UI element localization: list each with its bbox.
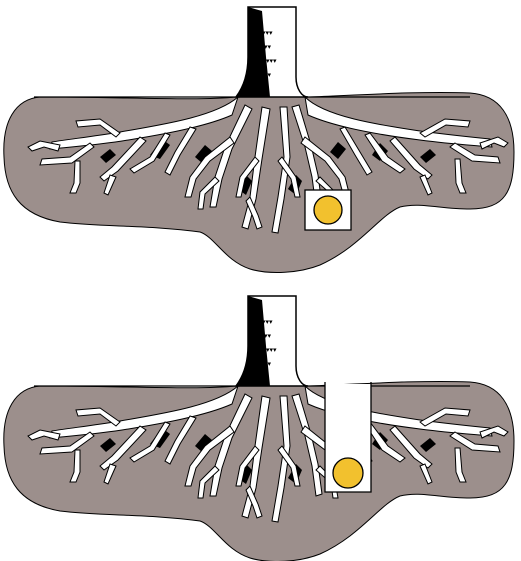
svg-text:▾▾▾: ▾▾▾	[262, 318, 273, 326]
svg-text:▾▾: ▾▾	[264, 332, 272, 340]
svg-text:▾▾: ▾▾	[264, 43, 272, 51]
svg-text:▾▾▾: ▾▾▾	[266, 57, 277, 65]
marker-circle	[314, 196, 342, 224]
svg-text:▾▾▾: ▾▾▾	[266, 346, 277, 354]
svg-text:▾▾▾: ▾▾▾	[262, 29, 273, 37]
tree-trunk	[236, 7, 308, 97]
svg-text:▾▾: ▾▾	[264, 360, 272, 368]
panel-top-buried-marker: ▾▾▾ ▾▾ ▾▾▾ ▾▾	[4, 7, 514, 272]
tree-trunk	[236, 296, 308, 386]
marker-circle	[333, 458, 363, 488]
svg-text:▾▾: ▾▾	[264, 71, 272, 79]
panel-bottom-open-shaft: ▾▾▾ ▾▾ ▾▾▾ ▾▾	[4, 296, 514, 561]
